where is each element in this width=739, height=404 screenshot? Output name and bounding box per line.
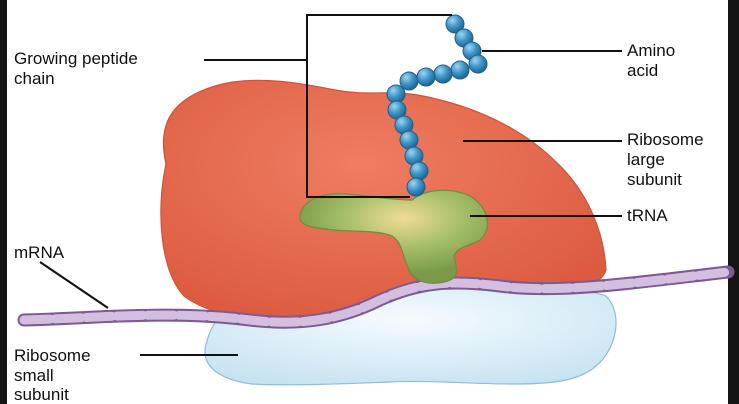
growing-peptide-label-line1: Growing peptide (14, 49, 138, 68)
trna-label: tRNA (627, 206, 668, 225)
amino-acid-bead (387, 85, 405, 103)
large-subunit-label-line3: subunit (627, 170, 682, 189)
large-subunit-label-line1: Ribosome (627, 130, 704, 149)
amino-acid-bead (469, 55, 487, 73)
mrna-label-line (40, 262, 108, 308)
mrna-label: mRNA (14, 243, 65, 262)
small-subunit-label-line1: Ribosome (14, 346, 91, 365)
small-subunit-label-line3: subunit (14, 385, 69, 404)
growing-peptide-label-line2: chain (14, 69, 55, 88)
large-subunit-label-line2: large (627, 150, 665, 169)
small-subunit-label-line2: small (14, 366, 54, 385)
amino-acid-bead (410, 162, 428, 180)
amino-acid-bead (417, 68, 435, 86)
amino-acid-bead (400, 131, 418, 149)
amino-acid-bead (407, 178, 425, 196)
amino-acid-bead (451, 61, 469, 79)
amino-acid-label-line2: acid (627, 61, 658, 80)
amino-acid-bead (434, 65, 452, 83)
amino-acid-label-line1: Amino (627, 41, 675, 60)
